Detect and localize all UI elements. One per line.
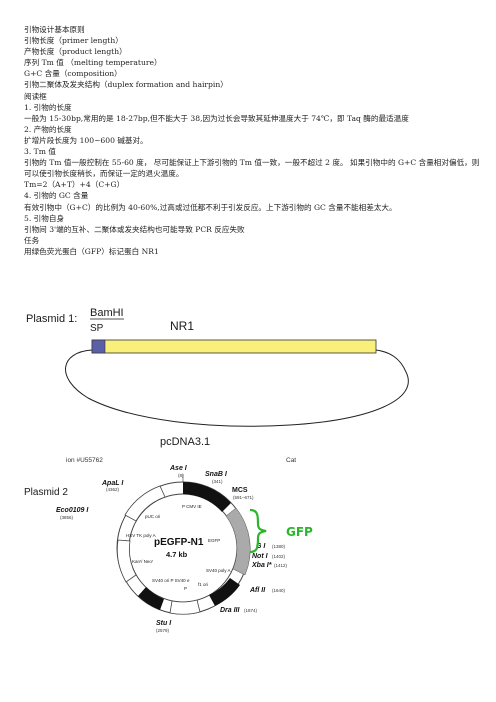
text-line: 阅读框 <box>24 91 47 101</box>
apali-label: ApaL I <box>101 480 124 487</box>
cat-label: Cat <box>286 457 296 464</box>
map-size: 4.7 kb <box>166 550 188 559</box>
section-heading: 2. 产物的长度 <box>24 124 72 134</box>
text-line: 任务 <box>24 235 40 245</box>
formula: Tm=2（A+T）+4（C+G） <box>24 180 125 190</box>
pcmv-label: P CMV IE <box>182 504 202 509</box>
text-block: 引物设计基本原则 引物长度（primer length） 产物长度（produc… <box>24 24 480 257</box>
afl-pos: (1640) <box>272 588 286 593</box>
doc-title: 引物设计基本原则 <box>24 25 85 34</box>
pcmv-segment <box>183 482 231 512</box>
text-line: 引物长度（primer length） <box>24 36 123 46</box>
asei-label: Ase I <box>169 465 188 472</box>
snabi-label: SnaB I <box>205 471 228 478</box>
not-pos: (1402) <box>272 554 286 559</box>
f1-label: f1 ori <box>198 582 208 587</box>
plasmid2-label: Plasmid 2 <box>24 487 68 498</box>
eco-label: Eco0109 I <box>56 507 89 514</box>
plasmid1-backbone <box>65 349 409 427</box>
xba-label: Xba I* <box>251 562 272 569</box>
f1-segment <box>169 599 201 615</box>
asei-pos: (8) <box>178 473 184 478</box>
text-line: G+C 含量（composition） <box>24 69 122 79</box>
stu-label: Stu I <box>156 620 172 627</box>
text-line: 用绿色荧光蛋白（GFP）标记蛋白 NR1 <box>24 246 159 256</box>
map-name: pEGFP-N1 <box>154 537 204 548</box>
ion-label: ion #U55762 <box>66 457 103 464</box>
text-line: 产物长度（product length） <box>24 47 127 57</box>
stu-pos: (2579) <box>156 628 170 633</box>
gfp-bracket <box>249 508 267 554</box>
mcs-pos: (591–671) <box>233 495 254 500</box>
text-line: 序列 Tm 值 （melting temperature） <box>24 58 162 68</box>
snabi-pos: (341) <box>212 479 223 484</box>
section-heading: 4. 引物的 GC 含量 <box>24 191 89 201</box>
kan-segment <box>117 539 137 583</box>
text-line: 引物二聚体及发夹结构（duplex formation and hairpin） <box>24 80 228 90</box>
kan-label: Kanʳ/ Neoʳ <box>132 559 153 564</box>
dra-pos: (1874) <box>244 608 258 613</box>
puc-label: pUC ori <box>145 514 160 519</box>
mcs-label: MCS <box>232 487 248 494</box>
sv40pa-segment <box>209 578 240 606</box>
text-line: 扩增片段长度为 100~600 碱基对。 <box>24 135 148 145</box>
gi-pos: (1380) <box>272 544 286 549</box>
section-heading: 3. Tm 值 <box>24 147 56 157</box>
sp-segment <box>91 339 106 354</box>
p-label: P <box>184 586 187 591</box>
sp-label: SP <box>90 323 104 334</box>
afl-label: Afl II <box>249 587 266 594</box>
gfp-label: GFP <box>286 525 313 539</box>
pcdna-label: pcDNA3.1 <box>160 436 210 448</box>
egfp-label: EGFP <box>208 538 220 543</box>
section-heading: 1. 引物的长度 <box>24 102 72 112</box>
egfp-segment <box>225 507 251 576</box>
text-line: 引物间 3'端的互补、二聚体或发夹结构也可能导致 PCR 反应失败 <box>24 224 245 234</box>
plasmid1-label: Plasmid 1: <box>26 313 77 325</box>
text-line: 一般为 15-30bp,常用的是 18-27bp,但不能大于 38,因为过长会导… <box>24 113 409 123</box>
sv40ori-segment <box>138 587 164 610</box>
plasmid2-map: ion #U55762 Cat Plasmid 2 pEGFP-N1 4.7 k… <box>24 457 313 633</box>
sv40pa-label: SV40 poly A <box>206 568 231 573</box>
puc-segment <box>124 485 166 522</box>
not-label: Not I <box>252 553 269 560</box>
hsvtk-label: HSV TK poly A <box>126 533 156 538</box>
text-line: 有效引物中（G+C）的比例为 40-60%,过高或过低都不利于引发反应。上下游引… <box>24 202 397 212</box>
plasmid1-diagram: Plasmid 1: BamHI SP NR1 pcDNA3.1 <box>26 307 409 448</box>
gi-label: G I <box>256 543 266 550</box>
text-paragraph: 引物的 Tm 值一般控制在 55-60 度， 尽可能保证上下游引物的 Tm 值一… <box>24 158 480 179</box>
dra-label: Dra III <box>220 607 241 614</box>
eco-pos: (3856) <box>60 515 74 520</box>
section-heading: 5. 引物自身 <box>24 213 65 223</box>
nr1-bar <box>91 339 377 354</box>
nr1-label: NR1 <box>170 319 194 333</box>
xba-pos: (1412) <box>274 563 288 568</box>
sv40ori-label: SV40 ori P SV40 e <box>152 578 190 583</box>
apali-pos: (4362) <box>106 487 120 492</box>
bamhi-label: BamHI <box>90 307 124 319</box>
